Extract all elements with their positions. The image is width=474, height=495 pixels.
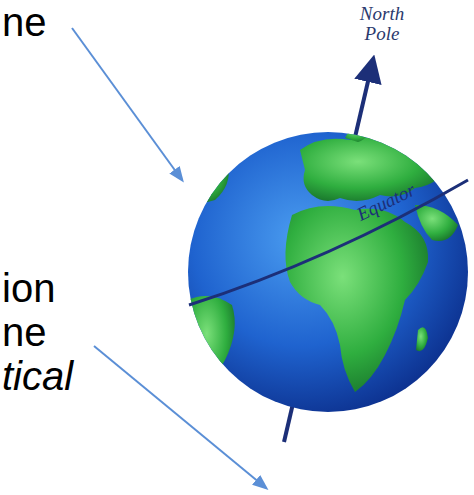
slide-text: ne bbox=[2, 2, 47, 42]
slide-text: ne bbox=[2, 312, 47, 352]
equator-line bbox=[189, 180, 468, 305]
pole-label: North Pole bbox=[352, 4, 412, 44]
leader-line bbox=[94, 346, 266, 488]
slide-text: tical bbox=[2, 356, 73, 396]
globe-ocean bbox=[188, 132, 468, 412]
slide-text: ion bbox=[2, 268, 55, 308]
leader-line bbox=[72, 28, 182, 180]
continents bbox=[188, 125, 458, 395]
